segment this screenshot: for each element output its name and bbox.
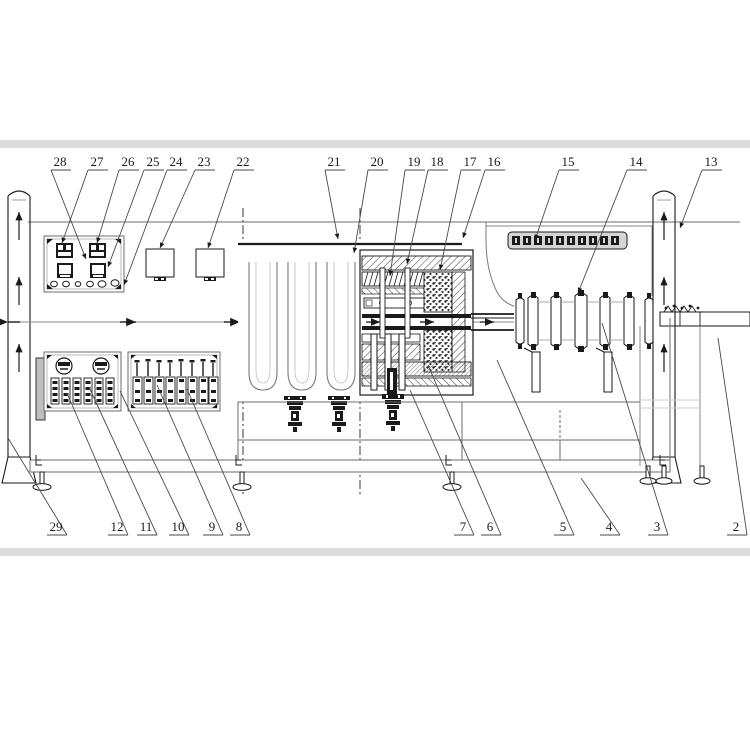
cabinet-module-23[interactable] — [195, 248, 225, 281]
panel-corner-marks — [47, 239, 121, 289]
callout-number-13: 13 — [705, 154, 718, 169]
panel-corner-marks — [47, 355, 118, 408]
callout-leaders-top — [50, 169, 722, 294]
callout-leader-20 — [352, 169, 369, 254]
callout-number-5: 5 — [560, 519, 567, 534]
callout-leader-7 — [409, 389, 475, 536]
callout-number-6: 6 — [487, 519, 494, 534]
callout-number-11: 11 — [140, 519, 153, 534]
nozzle-assembly — [328, 396, 350, 432]
callout-leader-19 — [388, 169, 406, 277]
callout-leader-25 — [107, 169, 145, 268]
callout-leader-16 — [462, 169, 486, 239]
callout-labels-bottom: 29 12 11 10 9 8 7 6 5 4 3 2 — [50, 519, 740, 534]
callout-number-17: 17 — [464, 154, 478, 169]
callout-number-26: 26 — [122, 154, 136, 169]
callout-number-9: 9 — [209, 519, 216, 534]
machine-base-frame — [29, 318, 701, 473]
cabinet-module-24[interactable] — [145, 248, 175, 281]
roller-bearing-caps — [518, 290, 651, 352]
callout-leader-12 — [66, 392, 129, 536]
callout-number-4: 4 — [606, 519, 613, 534]
callout-leader-4 — [580, 477, 621, 536]
valve-panel[interactable] — [127, 351, 221, 412]
callout-leaders-bottom — [7, 322, 748, 536]
callout-leader-28 — [50, 169, 87, 260]
callout-leader-6 — [427, 364, 502, 536]
callout-number-29: 29 — [50, 519, 63, 534]
callout-leader-22 — [207, 169, 235, 249]
control-module[interactable] — [90, 263, 106, 278]
panel-buttons[interactable] — [50, 279, 120, 288]
control-module[interactable] — [89, 243, 106, 258]
valve-stem-tops — [134, 359, 216, 363]
callout-number-22: 22 — [237, 154, 250, 169]
callout-leader-5 — [496, 359, 575, 536]
callout-number-15: 15 — [562, 154, 575, 169]
upper-control-panel[interactable] — [43, 235, 125, 293]
callout-leader-8 — [186, 388, 251, 536]
callout-leader-10 — [119, 390, 190, 536]
valve-stems[interactable] — [136, 362, 214, 376]
callout-leader-17 — [438, 169, 462, 271]
callout-number-28: 28 — [54, 154, 67, 169]
callout-leader-29 — [7, 437, 68, 536]
callout-leader-11 — [88, 386, 158, 536]
callout-leader-18 — [405, 169, 429, 265]
callout-number-8: 8 — [236, 519, 243, 534]
meter-strips[interactable] — [50, 377, 115, 405]
callout-leader-15 — [534, 169, 560, 241]
roller-shaft-assembly — [514, 290, 660, 393]
callout-number-10: 10 — [172, 519, 185, 534]
callout-leader-13 — [679, 169, 703, 229]
callout-leader-24 — [123, 169, 168, 286]
callout-number-12: 12 — [111, 519, 124, 534]
callout-number-3: 3 — [654, 519, 661, 534]
callout-number-23: 23 — [198, 154, 211, 169]
bottom-gray-band — [0, 548, 750, 556]
callout-number-18: 18 — [431, 154, 444, 169]
callout-number-14: 14 — [630, 154, 644, 169]
callout-leader-23 — [159, 169, 196, 249]
callout-number-19: 19 — [408, 154, 421, 169]
panel-corner-marks — [131, 355, 217, 408]
control-module[interactable] — [57, 263, 73, 278]
callout-number-24: 24 — [170, 154, 184, 169]
callout-number-7: 7 — [460, 519, 467, 534]
callout-number-2: 2 — [733, 519, 740, 534]
round-gauge[interactable] — [55, 357, 73, 375]
output-bin — [659, 304, 750, 327]
outlet-pipes — [471, 313, 520, 331]
callout-number-25: 25 — [147, 154, 160, 169]
callout-number-16: 16 — [488, 154, 502, 169]
nozzle-assembly — [284, 396, 306, 432]
callout-leader-14 — [577, 169, 628, 294]
control-module[interactable] — [56, 243, 73, 258]
callout-leader-26 — [96, 169, 120, 244]
callout-number-21: 21 — [328, 154, 341, 169]
callout-leader-21 — [324, 169, 340, 240]
callout-leader-3 — [601, 322, 669, 536]
callout-number-20: 20 — [371, 154, 384, 169]
top-gray-band — [0, 140, 750, 148]
heater-element-bar — [507, 231, 628, 250]
callout-labels-top: 28 27 26 25 24 23 22 21 20 19 18 17 16 15 14 13 — [54, 154, 718, 169]
round-gauge[interactable] — [92, 357, 110, 375]
meter-panel[interactable] — [43, 351, 122, 412]
callout-leader-27 — [61, 169, 89, 244]
callout-leader-2 — [717, 337, 748, 536]
callout-number-27: 27 — [91, 154, 105, 169]
left-vertical-tower — [1, 190, 37, 484]
frame-brackets — [35, 455, 666, 466]
callout-leader-9 — [156, 384, 224, 536]
extruder-cross-section — [359, 249, 474, 396]
